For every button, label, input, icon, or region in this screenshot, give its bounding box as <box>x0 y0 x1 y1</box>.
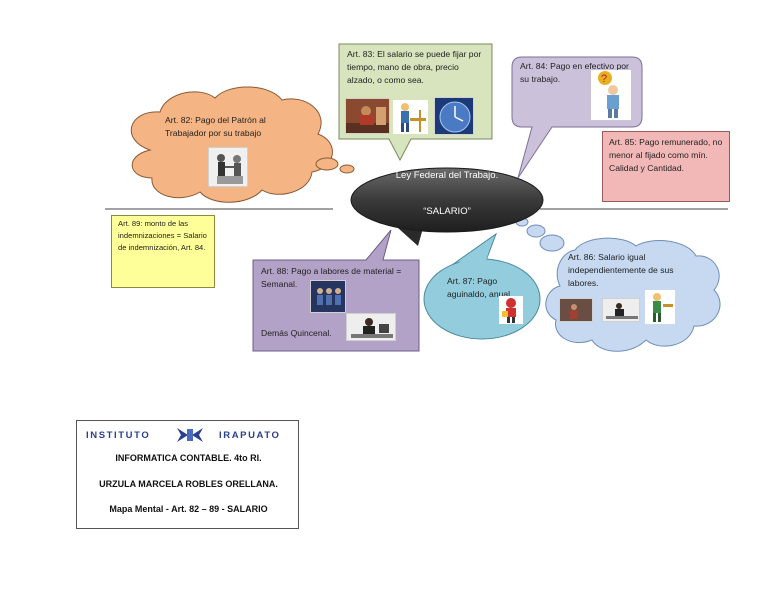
art83-text: Art. 83: El salario se puede fijar por t… <box>347 49 482 85</box>
art82-cloud <box>130 86 355 203</box>
logo-word-right: IRAPUATO <box>219 430 281 441</box>
footer-line-1: INFORMATICA CONTABLE. 4to RI. <box>115 453 262 463</box>
art86-text: Art. 86: Salario igual independientement… <box>568 252 674 288</box>
worker-small-icon <box>560 299 592 321</box>
art87-text: Art. 87: Pago aguinaldo, anual. <box>447 276 513 299</box>
logo-word-left: INSTITUTO <box>86 430 151 441</box>
factory-image <box>310 280 346 313</box>
builder-image <box>393 100 428 134</box>
workers-group-icon <box>311 281 345 312</box>
worker-payment-image <box>208 147 248 187</box>
office-person-icon <box>347 314 395 340</box>
center-subtitle: “SALARIO” <box>423 206 471 217</box>
construction-small-icon <box>653 293 673 322</box>
builder-small-image <box>645 290 675 324</box>
footer-card: INSTITUTO IRAPUATO INFORMATICA CONTABLE.… <box>76 420 299 529</box>
center-node <box>350 167 544 246</box>
office-worker-image <box>346 313 396 341</box>
art85-text: Art. 85: Pago remunerado, no menor al fi… <box>609 137 723 173</box>
art86-cloud <box>515 217 721 352</box>
institute-logo: INSTITUTO IRAPUATO <box>77 426 300 444</box>
art88-text2: Demás Quincenal. <box>261 328 332 338</box>
art89-box <box>111 215 215 288</box>
worker-icon <box>346 99 389 133</box>
svg-text:?: ? <box>601 73 607 85</box>
art84-text: Art. 84: Pago en efectivo por su trabajo… <box>520 61 629 84</box>
laborer-small-image <box>559 298 593 322</box>
center-title: Ley Federal del Trabajo. <box>395 170 499 181</box>
art89-text: Art. 89: monto de las indemnizaciones = … <box>118 219 207 252</box>
office-small-icon <box>603 299 639 321</box>
clock-icon <box>435 98 473 134</box>
gift-person-image <box>499 296 523 324</box>
office-small-image <box>602 298 640 322</box>
art82-text: Art. 82: Pago del Patrón al Trabajador p… <box>165 115 266 138</box>
footer-line-3: Mapa Mental - Art. 82 – 89 - SALARIO <box>109 504 268 514</box>
question-person-icon: ? <box>598 71 619 118</box>
art85-box <box>602 131 730 202</box>
cartoon-gift-icon <box>502 298 516 323</box>
institute-emblem-icon <box>177 428 203 442</box>
people-exchange-icon <box>209 148 247 186</box>
laborer-image <box>345 98 390 134</box>
clock-image <box>434 97 474 135</box>
footer-line-2: URZULA MARCELA ROBLES ORELLANA. <box>99 479 278 489</box>
art88-text: Art. 88: Pago a labores de material = Se… <box>261 266 402 289</box>
construction-worker-icon <box>401 103 426 132</box>
thinking-person-image: ? <box>591 70 631 120</box>
